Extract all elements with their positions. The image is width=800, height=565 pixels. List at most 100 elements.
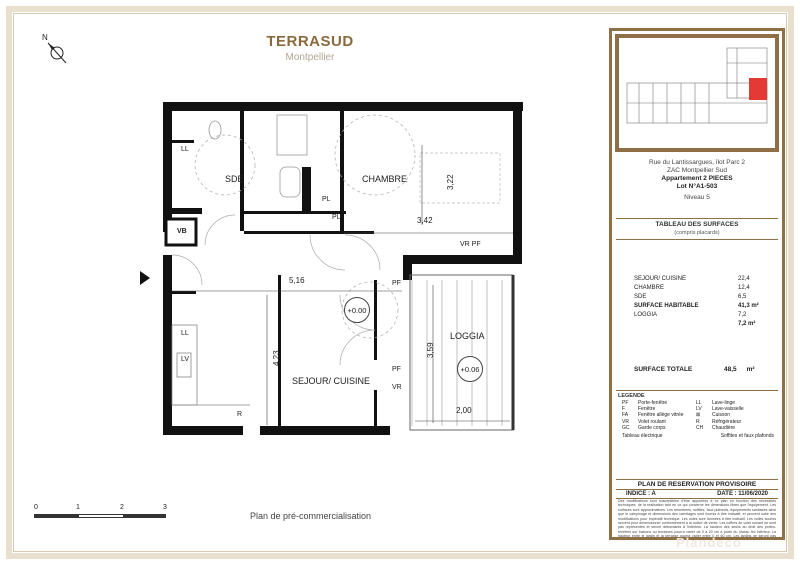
- legend-code: FA: [622, 412, 629, 419]
- legend-code: PF: [622, 400, 629, 406]
- reservation-meta: INDICE : A DATE : 11/06/2020: [616, 489, 778, 498]
- surface-loggia-total: 7,2 m²: [738, 321, 756, 327]
- legend-code: VR: [622, 418, 629, 425]
- scale-bar-track: [34, 514, 166, 518]
- surface-total-unit: m²: [746, 366, 755, 373]
- surface-loggia-total-row: 7,2 m²: [634, 320, 764, 329]
- legend-text: Fenêtre allège vitrée: [638, 412, 684, 419]
- divider: [616, 218, 778, 219]
- legend-text: Lave-linge: [712, 400, 736, 406]
- scale-tick-2: 2: [120, 504, 124, 511]
- surface-label: CHAMBRE: [634, 285, 665, 291]
- address-block: Rue du Lantissargues, îlot Parc 2 ZAC Mo…: [612, 159, 782, 202]
- tag-pl-2: PL: [332, 214, 341, 221]
- legend-text: Cuisson: [712, 412, 731, 419]
- legend-text: Porte-fenêtre: [638, 400, 668, 406]
- level-badge-loggia: +0.06: [457, 356, 483, 382]
- tag-vb: VB: [177, 228, 187, 235]
- legend-text: Réfrigérateur: [712, 418, 742, 425]
- entrance-arrow-icon: [140, 271, 150, 285]
- dimension-loggia-depth: 3,59: [426, 342, 435, 358]
- info-panel: Rue du Lantissargues, îlot Parc 2 ZAC Mo…: [609, 28, 785, 540]
- surfaces-subtitle: (compris placards): [674, 230, 720, 236]
- surface-row: SEJOUR/ CUISINE 22,4: [634, 275, 764, 284]
- legend-code: LV: [696, 406, 702, 413]
- minimap-drawing: [619, 38, 775, 148]
- surface-habitable-label: SURFACE HABITABLE: [634, 303, 699, 309]
- dimension-loggia-width: 2,00: [456, 406, 472, 415]
- legend-grid: PF Porte-fenêtre LL Lave-linge F Fenêtre LV La…: [622, 400, 778, 431]
- legend-extra: Tableau électrique Soffites et faux plaf…: [622, 433, 774, 439]
- legend-text: Lave-vaisselle: [712, 406, 744, 413]
- legend-code: CH: [696, 424, 704, 431]
- floor-plan-drawing: [163, 102, 523, 435]
- surface-total-value: 48,5: [724, 366, 737, 373]
- apartment-type: Appartement 2 PIECES: [612, 175, 782, 183]
- legend-text: Garde corps: [638, 424, 666, 431]
- tag-lv: LV: [181, 356, 190, 363]
- surface-loggia-value: 7,2: [738, 312, 747, 318]
- scale-tick-3: 3: [163, 504, 167, 511]
- tag-ll-kitchen: LL: [181, 330, 189, 337]
- dimension-chambre-depth: 3,22: [446, 174, 455, 190]
- legend-code: R: [696, 418, 700, 425]
- surface-total-row: SURFACE TOTALE 48,5 m²: [634, 366, 764, 373]
- legend-text: Chaudière: [712, 424, 736, 431]
- brand-city: Montpellier: [285, 52, 335, 63]
- reservation-indice: INDICE : A: [626, 491, 656, 497]
- reservation-title: PLAN DE RESERVATION PROVISOIRE: [637, 481, 757, 488]
- legend-text: Volet roulant: [638, 418, 666, 425]
- level-badge-sejour: +0.00: [344, 297, 370, 323]
- tag-pl-1: PL: [322, 196, 331, 203]
- legend-soffits: Soffites et faux plafonds: [720, 433, 774, 440]
- legend-electric-panel: Tableau électrique: [622, 433, 663, 440]
- surface-value: 12,4: [738, 285, 750, 291]
- address-line-2: ZAC Montpellier Sud: [667, 167, 727, 174]
- tag-r: R: [237, 411, 243, 418]
- tag-vr-pf: VR PF: [460, 241, 481, 248]
- page-frame: [13, 13, 787, 552]
- legend-text: Fenêtre: [638, 406, 656, 413]
- surface-row: CHAMBRE 12,4: [634, 284, 764, 293]
- building-minimap: [615, 34, 779, 152]
- tag-pf: PF: [392, 280, 401, 287]
- legend-code: LL: [696, 400, 702, 406]
- reservation-date: DATE : 11/06/2020: [717, 491, 768, 497]
- legend-code: ⊠: [696, 412, 701, 419]
- tag-pf-2: PF: [392, 366, 401, 373]
- info-panel-body: Rue du Lantissargues, îlot Parc 2 ZAC Mo…: [612, 31, 782, 537]
- legend-title: LEGENDE: [618, 393, 645, 399]
- legend-code: F: [622, 406, 626, 413]
- disclaimer-text: Des modifications sont susceptibles d'êt…: [618, 499, 776, 537]
- lot-number: Lot N°A1-503: [612, 183, 782, 191]
- apartment-type-text: Appartement 2 PIECES: [661, 175, 733, 182]
- compass-letter: N: [42, 33, 48, 42]
- lot-number-text: Lot N°A1-503: [676, 183, 718, 190]
- surfaces-title: TABLEAU DES SURFACES: [655, 221, 739, 228]
- surface-habitable-value: 41,3 m²: [738, 303, 759, 309]
- surface-label: SDE: [634, 294, 647, 300]
- room-chambre: CHAMBRE: [362, 174, 408, 184]
- address-line-1: Rue du Lantissargues, îlot Parc 2: [648, 159, 746, 166]
- surface-label: SEJOUR/ CUISINE: [634, 276, 687, 282]
- scale-segment: [123, 515, 166, 517]
- tag-ll-sde: LL: [181, 146, 189, 153]
- room-sde: SDE: [225, 174, 244, 184]
- surface-total-label: SURFACE TOTALE: [634, 366, 693, 373]
- room-sejour: SEJOUR/ CUISINE: [292, 376, 371, 386]
- plan-caption: Plan de pré-commercialisation: [250, 511, 372, 521]
- floor-level: Niveau 5: [684, 194, 710, 201]
- surface-total-value-wrap: 48,5 m²: [724, 366, 764, 373]
- brand-title: TERRASUD: [266, 33, 354, 50]
- scale-bar: 0 1 2 3: [34, 504, 169, 525]
- legend-code: GC: [622, 424, 630, 431]
- surface-value: 22,4: [738, 276, 750, 282]
- room-loggia: LOGGIA: [450, 331, 485, 341]
- surface-habitable-row: SURFACE HABITABLE 41,3 m²: [634, 302, 764, 311]
- dimension-chambre-width: 3,42: [417, 216, 433, 225]
- dimension-sejour-depth: 4,23: [272, 350, 281, 366]
- reservation-block: PLAN DE RESERVATION PROVISOIRE INDICE : …: [616, 479, 778, 499]
